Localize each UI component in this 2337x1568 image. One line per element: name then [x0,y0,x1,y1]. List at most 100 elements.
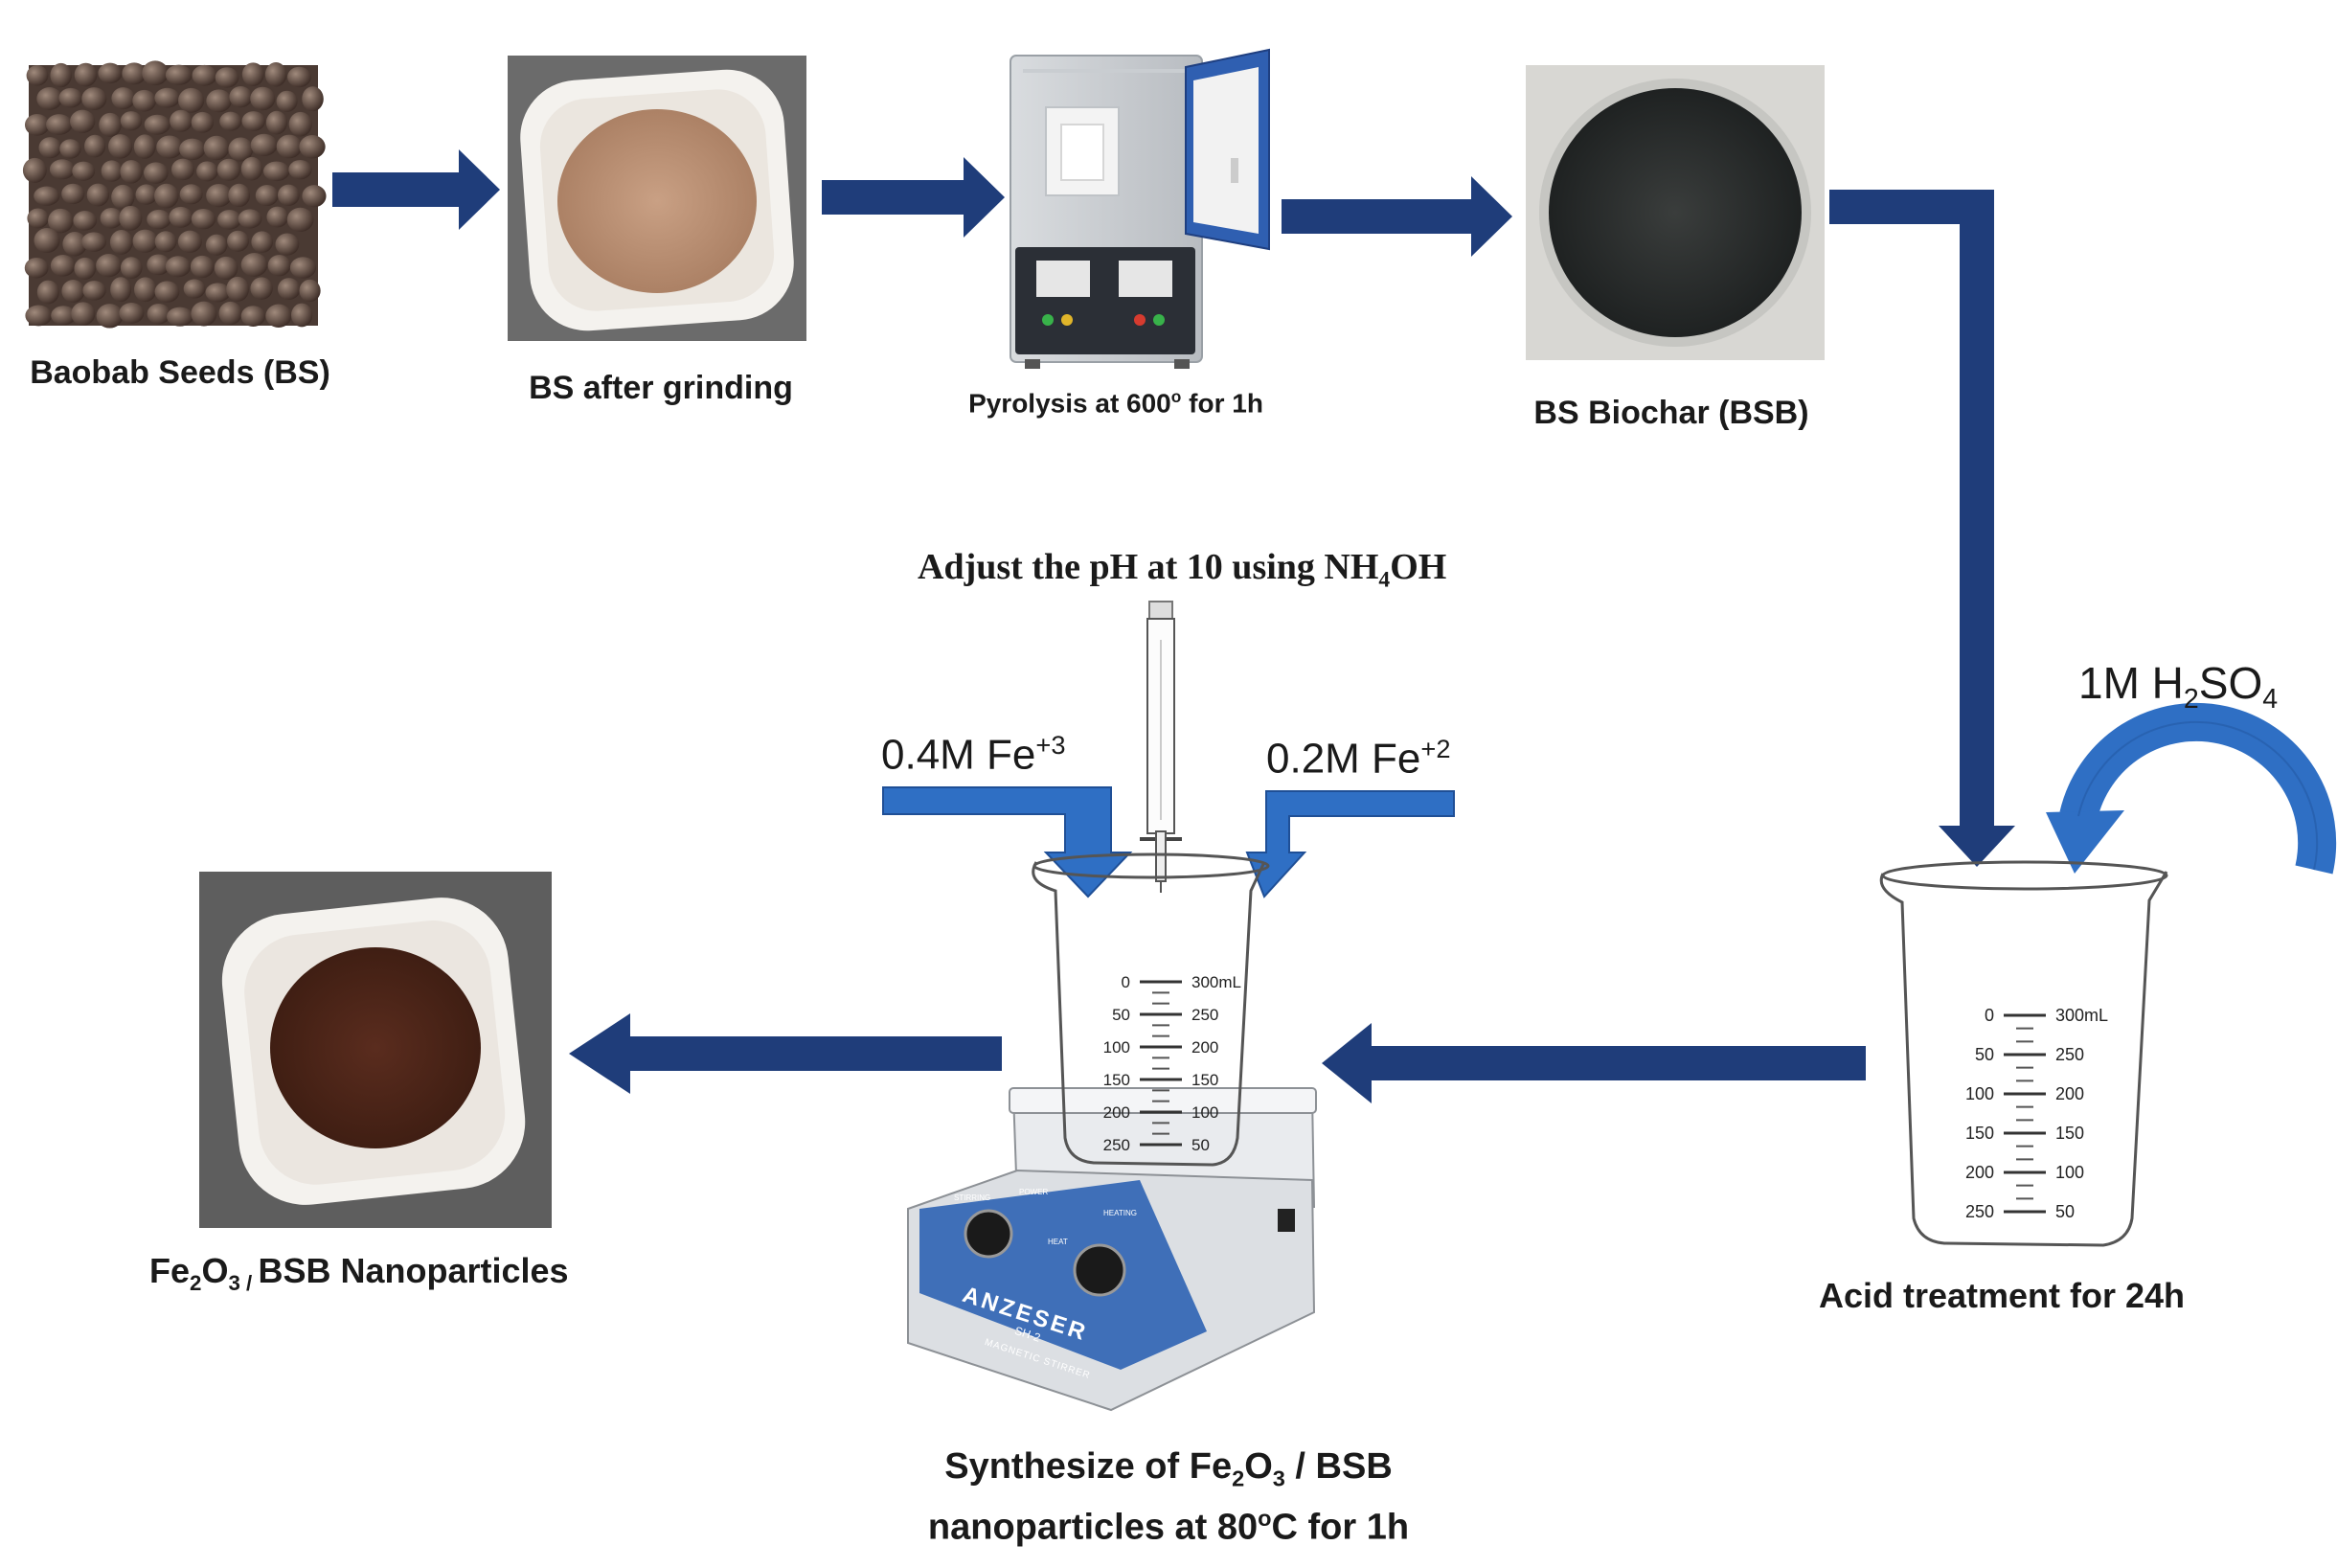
label-fe3-main: 0.4M Fe [881,731,1036,779]
nanoparticles-photo [199,872,552,1228]
h2so4-curved-arrow [2046,702,2337,875]
label-product-sub2: 3 / [228,1271,259,1296]
seed [96,254,122,278]
label-pyrolysis-tail: for 1h [1181,388,1263,419]
seed [84,134,106,158]
seed [251,231,273,253]
seed [302,86,324,112]
seed [191,208,216,230]
seed [58,87,83,108]
biochar-photo [1526,65,1825,360]
seed [119,302,145,324]
seed [154,231,177,253]
seed [196,161,218,182]
seed [25,305,53,327]
nanoparticle-pile [270,947,481,1148]
fe3-arrow [882,786,1133,898]
seed [101,160,123,182]
seed [276,134,303,159]
seed [38,137,62,159]
seed [179,138,206,161]
muffle-furnace-image [1010,48,1270,369]
seed [226,276,249,302]
synthesis-scale-right-label: 200 [1191,1038,1218,1057]
seed [74,257,97,280]
acid-scale-right-label: 300mL [2055,1006,2108,1025]
label-adjust-ph-main: Adjust the pH at 10 using NH [918,547,1379,587]
seed [46,114,73,135]
seed [144,114,170,135]
synthesis-scale-right-label: 50 [1191,1136,1210,1154]
seed [302,185,327,208]
seed [214,256,238,281]
seed [135,184,158,205]
seed [218,301,242,326]
acid-scale-left-label: 100 [1965,1084,1994,1103]
seed [120,111,143,131]
label-product-o: O [201,1251,229,1290]
seed [177,230,202,253]
label-synthesis-line2: nanoparticles at 80oC for 1h [843,1506,1494,1549]
seed [178,87,205,113]
seed [266,206,288,228]
seed [205,234,228,256]
label-product-tail: BSB Nanoparticles [258,1251,569,1290]
seed [165,256,192,278]
label-fe3: 0.4M Fe+3 [881,730,1065,780]
arrow-synthesis-to-product [569,1013,1002,1094]
label-baobab-seeds: Baobab Seeds (BS) [30,354,330,391]
seed [100,207,124,229]
stirring-knob [964,1209,1013,1259]
seed [82,280,106,301]
seed [134,277,157,303]
label-adjust-ph: Adjust the pH at 10 using NH4OH [918,546,1446,594]
fe-reagent-arrows [882,786,1455,898]
acid-scale-right-label: 150 [2055,1124,2084,1143]
label-synthesis-bsb: / BSB [1284,1446,1393,1487]
seed [219,111,242,131]
seed [277,278,301,301]
seed [170,158,195,181]
stirrer-heat-label: HEAT [1048,1238,1068,1246]
label-pyrolysis-degree: o [1170,387,1182,406]
label-synthesis-tail: C for 1h [1271,1507,1410,1548]
arrow-seeds-to-grinding [332,149,500,230]
flow-arrows [332,149,2015,1103]
powder-pile [557,109,757,293]
seed [147,303,170,325]
label-product: Fe2O3 / BSB Nanoparticles [149,1251,590,1296]
seed [110,277,132,303]
stirrer-heating-label: HEATING [1103,1209,1137,1217]
seed [290,303,313,328]
seed [49,159,75,180]
label-biochar: BS Biochar (BSB) [1533,395,1809,431]
seed [22,157,47,183]
synthesis-scale-right-label: 150 [1191,1071,1218,1089]
synthesis-scale-left-label: 50 [1112,1006,1130,1024]
arrow-pyrolysis-to-biochar [1282,176,1512,257]
label-product-sub1: 2 [190,1271,202,1296]
seed [144,162,169,184]
seed [240,306,266,327]
seed [191,301,217,327]
acid-scale-left-label: 50 [1975,1045,1994,1064]
stirrer-stirring-label: STIRRING [954,1193,991,1202]
seed [264,61,287,87]
seed [289,257,317,279]
synthesis-scale-left-label: 100 [1103,1038,1130,1057]
seed [59,139,81,159]
label-adjust-ph-tail: OH [1390,547,1447,587]
seed [156,135,183,159]
synthesis-scale-left-label: 150 [1103,1071,1130,1089]
seed [74,62,98,87]
seed [217,210,241,230]
label-synthesis-fe: Synthesize of Fe [944,1446,1233,1487]
seed [147,254,170,276]
acid-scale-right-label: 250 [2055,1045,2084,1064]
fe2-arrow [1245,790,1455,898]
seed [255,185,279,207]
label-h2so4-main: 1M H [2078,658,2184,708]
power-switch [1278,1209,1295,1232]
seed [203,135,230,161]
seed [142,60,169,86]
